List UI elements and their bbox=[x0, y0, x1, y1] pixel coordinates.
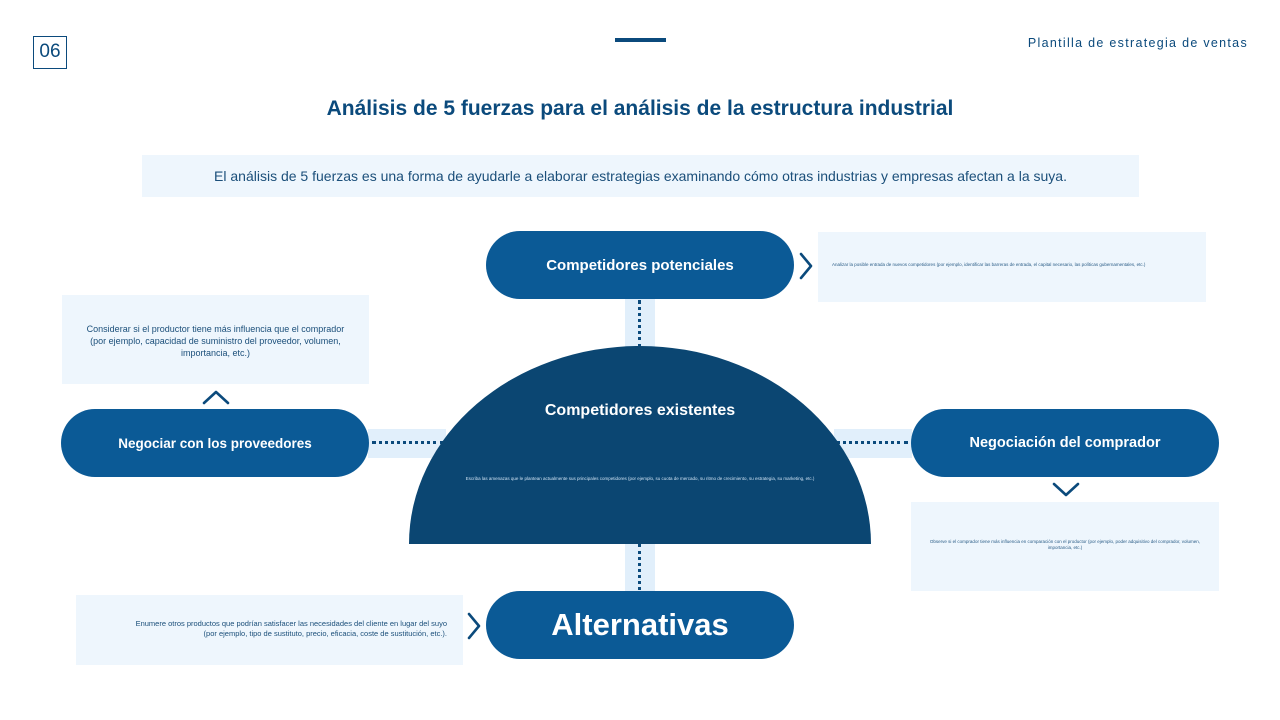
suppliers-description: Considerar si el productor tiene más inf… bbox=[86, 324, 345, 358]
chevron-right-icon bbox=[799, 252, 813, 280]
page-title: Análisis de 5 fuerzas para el análisis d… bbox=[326, 97, 954, 120]
existing-competitors-panel: Competidores existentes Escriba las amen… bbox=[409, 346, 871, 544]
connector-bottom-dots bbox=[638, 544, 641, 590]
intro-banner: El análisis de 5 fuerzas es una forma de… bbox=[142, 155, 1139, 197]
connector-right-dots bbox=[836, 441, 908, 444]
alternatives-description-line2: (por ejemplo, tipo de sustituto, precio,… bbox=[203, 629, 447, 638]
page-number: 06 bbox=[33, 36, 67, 69]
chevron-up-icon bbox=[202, 390, 230, 405]
alternatives-pill: Alternativas bbox=[486, 591, 794, 659]
chevron-down-icon bbox=[1052, 482, 1080, 497]
alternatives-description-line1: Enumere otros productos que podrían sati… bbox=[135, 619, 447, 628]
potential-competitors-pill: Competidores potenciales bbox=[486, 231, 794, 299]
suppliers-label: Negociar con los proveedores bbox=[118, 435, 312, 451]
alternatives-label: Alternativas bbox=[551, 607, 729, 642]
suppliers-pill: Negociar con los proveedores bbox=[61, 409, 369, 477]
connector-left-dots bbox=[372, 441, 444, 444]
potential-competitors-description: Analizar la posible entrada de nuevos co… bbox=[832, 262, 1146, 267]
connector-top-dots bbox=[638, 300, 641, 348]
alternatives-note: Enumere otros productos que podrían sati… bbox=[76, 595, 463, 665]
top-accent-bar bbox=[615, 38, 666, 42]
buyer-label: Negociación del comprador bbox=[969, 435, 1161, 451]
buyer-pill: Negociación del comprador bbox=[911, 409, 1219, 477]
chevron-right-icon bbox=[467, 612, 481, 640]
buyer-description: Observe si el comprador tiene más influe… bbox=[929, 539, 1201, 550]
existing-competitors-title: Competidores existentes bbox=[544, 402, 736, 419]
template-name: Plantilla de estrategia de ventas bbox=[1027, 36, 1248, 50]
buyer-note: Observe si el comprador tiene más influe… bbox=[911, 502, 1219, 591]
potential-competitors-label: Competidores potenciales bbox=[546, 256, 734, 274]
potential-competitors-note: Analizar la posible entrada de nuevos co… bbox=[818, 232, 1206, 302]
existing-competitors-description: Escriba las amenazas que le plantean act… bbox=[465, 476, 815, 481]
suppliers-note: Considerar si el productor tiene más inf… bbox=[62, 295, 369, 384]
